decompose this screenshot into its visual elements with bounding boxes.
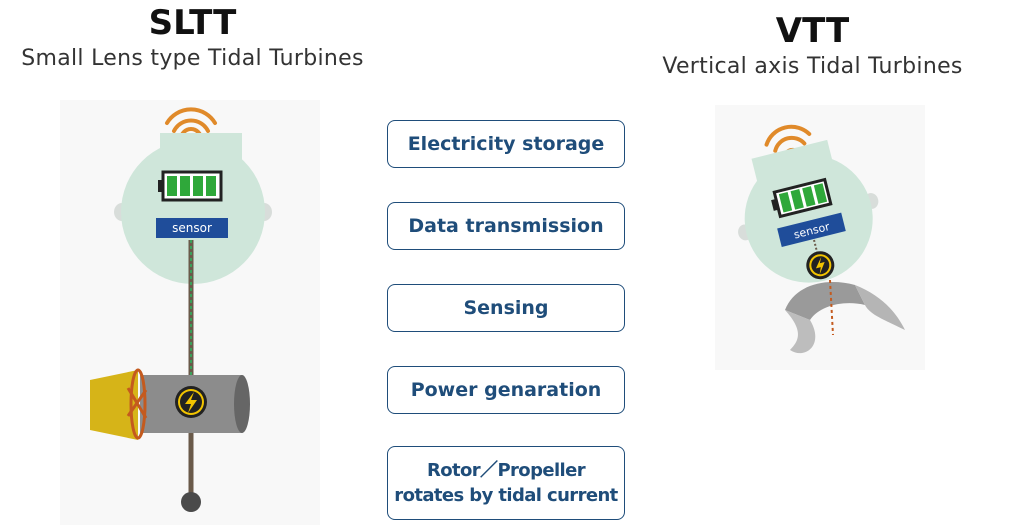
sltt-subtitle: Small Lens type Tidal Turbines [21, 46, 364, 71]
vtt-sensor-plate [777, 212, 846, 247]
step-electricity-storage-label: Electricity storage [407, 133, 605, 155]
vtt-heading: VTT Vertical axis Tidal Turbines [640, 14, 985, 79]
vtt-cable [813, 239, 820, 258]
step-data-transmission-label: Data transmission [408, 215, 604, 237]
sltt-sensor-label: sensor [172, 221, 212, 235]
sltt-propeller-ring [129, 368, 147, 440]
sltt-heading: SLTT Small Lens type Tidal Turbines [0, 6, 385, 71]
vtt-subtitle: Vertical axis Tidal Turbines [662, 54, 963, 79]
step-rotor-line2: rotates by tidal current [394, 485, 618, 506]
sltt-drawing: sensor [90, 107, 272, 512]
step-sensing-label: Sensing [463, 297, 549, 319]
step-electricity-storage: Electricity storage [387, 120, 625, 168]
sltt-propeller-blades [126, 387, 148, 419]
sltt-anchor-weight [181, 492, 201, 512]
step-power-generation: Power genaration [387, 366, 625, 414]
vtt-illustration: sensor [715, 105, 925, 370]
vtt-drawing: sensor [738, 124, 905, 354]
step-power-generation-label: Power genaration [410, 379, 602, 401]
sltt-sensor-plate [156, 218, 228, 238]
sltt-title: SLTT [148, 3, 237, 43]
battery-icon [771, 177, 833, 219]
battery-icon [158, 170, 223, 202]
vtt-rotor [785, 279, 905, 354]
step-sensing: Sensing [387, 284, 625, 332]
sltt-body [121, 140, 265, 284]
step-rotor-rotation: Rotor／Propeller rotates by tidal current [387, 446, 625, 520]
sltt-generator-end [234, 375, 250, 433]
sltt-lens [90, 370, 138, 440]
step-data-transmission: Data transmission [387, 202, 625, 250]
vtt-title: VTT [775, 11, 850, 51]
vtt-body [744, 154, 873, 283]
lightning-icon [175, 386, 207, 418]
lightning-icon [806, 251, 835, 280]
step-rotor-line1: Rotor／Propeller [426, 459, 586, 481]
sltt-illustration: sensor [60, 100, 320, 525]
